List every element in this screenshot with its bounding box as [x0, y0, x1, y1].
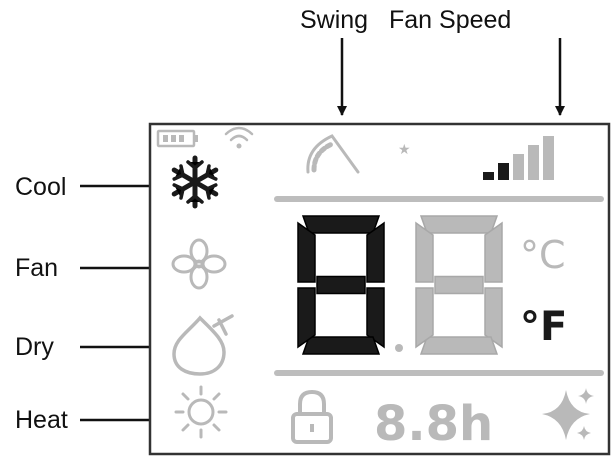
sun-icon	[174, 385, 228, 439]
fan-speed-label: Fan Speed	[389, 6, 512, 34]
digit-segment	[366, 221, 385, 283]
fan-label: Fan	[15, 254, 59, 282]
digit-segment	[484, 287, 503, 349]
bottom-divider	[274, 370, 604, 376]
digit-segment	[419, 336, 499, 355]
temperature-digit-2	[415, 215, 503, 355]
snowflake-icon	[171, 155, 219, 209]
fan-speed-bar	[498, 163, 509, 180]
fan-speed-bar	[543, 136, 554, 180]
digit-segment	[419, 215, 499, 234]
swing-label: Swing	[300, 6, 369, 34]
fan-speed-bar	[483, 172, 494, 180]
swing-icon	[306, 134, 360, 174]
dry-icon	[172, 314, 234, 376]
top-divider	[274, 196, 604, 202]
svg-text:★: ★	[398, 142, 411, 158]
decimal-point	[395, 344, 403, 352]
digit-segment	[366, 287, 385, 349]
unit-celsius: °C	[520, 233, 566, 277]
sparkle-icon	[542, 388, 594, 440]
moon-icon: ★	[398, 140, 431, 181]
lock-icon	[291, 389, 333, 444]
digit-segment	[297, 287, 316, 349]
timer-display: 8.8h	[374, 396, 493, 452]
digit-segment	[316, 275, 366, 295]
dry-label: Dry	[15, 333, 54, 361]
digit-segment	[484, 221, 503, 283]
fan-speed-bar	[528, 145, 539, 180]
fan-icon	[171, 238, 227, 290]
digit-segment	[297, 221, 316, 283]
digit-segment	[415, 221, 434, 283]
cool-label: Cool	[15, 173, 67, 201]
digit-segment	[301, 336, 381, 355]
digit-segment	[301, 215, 381, 234]
digit-segment	[415, 287, 434, 349]
battery-icon	[156, 129, 198, 148]
wifi-icon	[224, 126, 254, 149]
heat-label: Heat	[15, 406, 68, 434]
fan-speed-bar	[513, 154, 524, 180]
unit-fahrenheit: °F	[520, 304, 567, 350]
fan-speed-bars-icon	[483, 136, 554, 180]
temperature-digit-1	[297, 215, 385, 355]
digit-segment	[434, 275, 484, 295]
